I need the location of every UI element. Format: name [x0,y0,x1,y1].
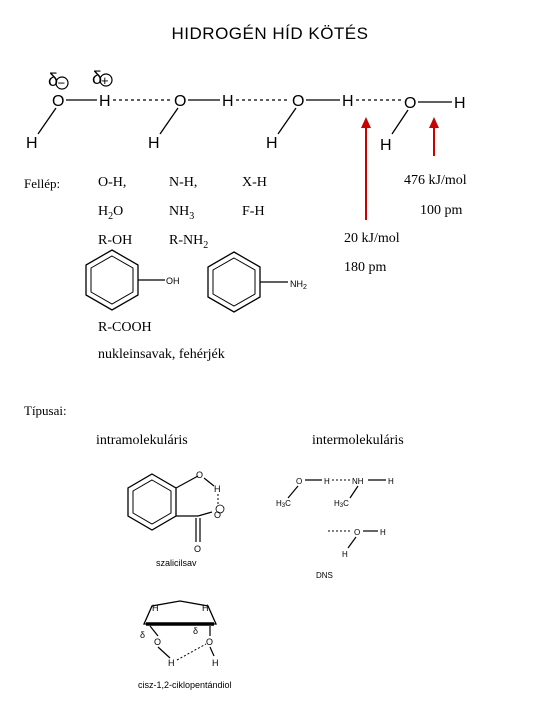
atom-o-3: O [292,93,304,110]
phenol-structure: OH [85,249,180,311]
plus-charge-circle [99,73,113,87]
intermolecular-heading: intermolekuláris [312,433,404,448]
phenol-oh-label: OH [166,276,180,286]
strong-bond-length: 100 pm [420,203,463,218]
atom-o-1: O [52,93,64,110]
svg-text:O: O [206,637,213,647]
hydrogen-bond-energy: 20 kJ/mol [344,231,400,246]
atom-o-4: O [404,95,416,112]
atom-h-1a: H [99,93,111,110]
svg-text:H: H [342,550,348,559]
atom-h-2b: H [148,135,160,152]
formula-rcooh: R-COOH [98,320,152,335]
cyclopentanediol-structure: H H δ δ O O H H cisz-1,2-ciklopentándiol [138,600,232,690]
bond-o4-h4b [391,109,409,135]
svg-text:NH: NH [352,477,364,486]
aniline-nh2-label: NH2 [290,279,307,291]
bond-o1-h1b [37,107,57,135]
page-title: HIDROGÉN HÍD KÖTÉS [171,24,369,43]
hydrogen-bond-length: 180 pm [344,260,387,275]
svg-text:O: O [154,637,161,647]
svg-text:δ: δ [140,630,145,640]
arrow-head-strong [429,117,439,128]
svg-text:O: O [214,510,221,520]
minus-sign: − [58,76,66,91]
delta-plus-symbol: δ [92,68,102,88]
svg-text:H3C: H3C [276,499,291,509]
atom-h-3b: H [266,135,278,152]
dns-label: DNS [316,571,333,580]
aniline-structure: NH2 [207,251,307,313]
bond-nh: N-H, [169,175,198,190]
svg-text:H: H [324,477,330,486]
svg-text:H3C: H3C [334,499,349,509]
svg-text:H: H [202,603,209,613]
formula-roh: R-OH [98,233,133,248]
formula-nh3: NH3 [169,204,195,222]
svg-text:O: O [354,528,360,537]
salicylic-acid-structure: O H O O szalicilsav [127,470,225,568]
formula-rnh2: R-NH2 [169,233,209,251]
arrow-head-weak [361,117,371,128]
svg-text:H: H [212,658,219,668]
atom-h-1b: H [26,135,38,152]
delta-minus-symbol: δ [48,70,58,90]
atom-h-3a: H [342,93,354,110]
bond-xh: X-H [242,175,267,190]
svg-text:O: O [296,477,302,486]
tipusai-label: Típusai: [24,403,67,418]
plus-sign: + [101,73,109,88]
svg-text:δ: δ [193,626,198,636]
atom-o-2: O [174,93,186,110]
svg-text:O: O [196,470,203,480]
atom-h-4a: H [454,95,466,112]
atom-h-4b: H [380,137,392,154]
atom-h-2a: H [222,93,234,110]
svg-text:H: H [168,658,175,668]
intramolecular-heading: intramolekuláris [96,433,188,448]
fellep-label: Fellép: [24,176,61,191]
bond-o3-h3b [277,107,297,135]
svg-text:H: H [388,477,394,486]
svg-text:H: H [152,603,159,613]
formula-fh: F-H [242,204,265,219]
svg-text:H: H [214,484,221,494]
strong-bond-energy: 476 kJ/mol [404,173,467,188]
svg-text:O: O [194,544,201,554]
intermolecular-structure-1: O H NH H H3C H3C [276,477,394,509]
svg-text:H: H [380,528,386,537]
bond-oh: O-H, [98,175,127,190]
formula-h2o: H2O [98,204,124,222]
intermolecular-structure-2: O H H DNS [316,528,386,580]
nucleic-acids-text: nukleinsavak, fehérjék [98,347,225,362]
salicylic-acid-name: szalicilsav [156,558,197,568]
bond-o2-h2b [159,107,179,135]
minus-charge-circle [55,76,69,90]
cyclopentanediol-name: cisz-1,2-ciklopentándiol [138,680,232,690]
